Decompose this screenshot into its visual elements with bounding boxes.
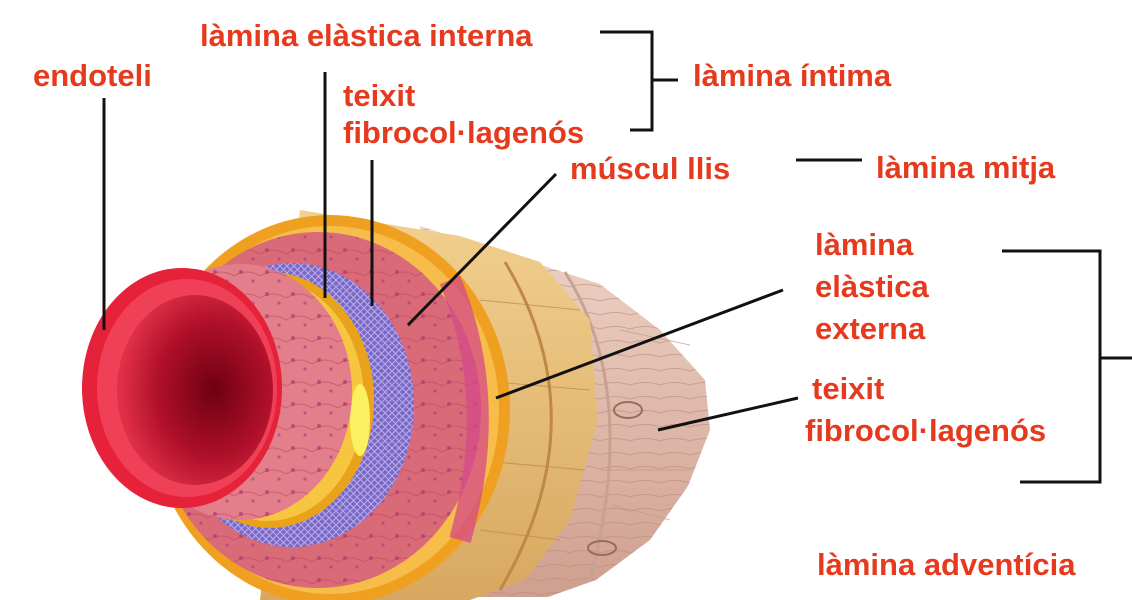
label-lamina-elastica-externa-3: externa bbox=[815, 310, 925, 347]
label-lamina-adventicia: làmina adventícia bbox=[817, 546, 1075, 583]
label-lamina-intima: làmina íntima bbox=[693, 57, 891, 94]
label-lamina-elastica-externa-2: elàstica bbox=[815, 268, 929, 305]
label-lamina-elastica-interna: làmina elàstica interna bbox=[200, 17, 533, 54]
label-teixit-fibrocollagenos-adventicia-2: fibrocol·lagenós bbox=[805, 412, 1046, 449]
label-lamina-mitja: làmina mitja bbox=[876, 149, 1055, 186]
bracket-intima bbox=[600, 32, 678, 130]
endothelium-lumen bbox=[82, 268, 282, 508]
label-teixit-fibrocollagenos-adventicia-1: teixit bbox=[812, 370, 884, 407]
label-lamina-elastica-externa-1: làmina bbox=[815, 226, 913, 263]
label-endoteli: endoteli bbox=[33, 57, 152, 94]
label-teixit-fibrocollagenos-intima-2: fibrocol·lagenós bbox=[343, 114, 584, 151]
label-teixit-fibrocollagenos-intima-1: teixit bbox=[343, 77, 415, 114]
label-muscul-llis: múscul llis bbox=[570, 150, 730, 187]
